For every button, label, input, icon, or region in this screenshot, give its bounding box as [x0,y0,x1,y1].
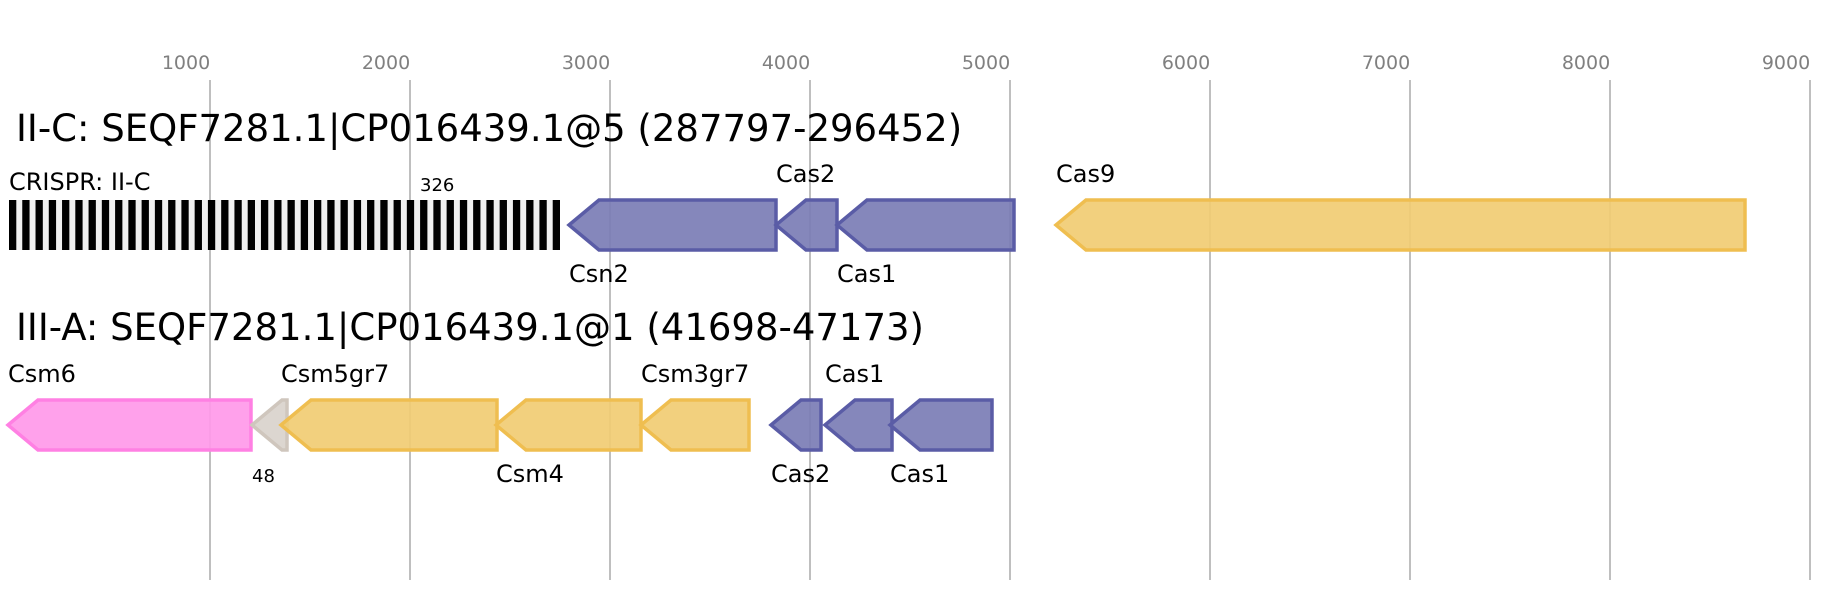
crispr-repeat [473,200,481,250]
tick-label: 6000 [1162,52,1210,74]
gene-48[interactable]: 48 [249,398,289,487]
crispr-repeat [75,200,83,250]
gene-label: Csm3gr7 [641,360,749,388]
gene-cas1[interactable]: Cas1 [834,198,1016,288]
locus-title-iii-a: III-A: SEQF7281.1|CP016439.1@1 (41698-47… [16,306,924,349]
gene-label: Csn2 [569,260,629,288]
gene-label: Cas2 [776,160,835,188]
crispr-repeat [22,200,30,250]
crispr-repeat [406,200,415,250]
crispr-repeat [234,200,242,250]
crispr-repeat [486,200,494,250]
crispr-repeat [287,200,295,250]
crispr-repeat [181,200,189,250]
crispr-repeat [62,200,70,250]
crispr-repeat [446,200,454,250]
gene-cas1[interactable]: Cas1 [822,360,894,452]
crispr-label: CRISPR: II-C [9,168,150,196]
crispr-repeat [499,200,507,250]
gene-label: Cas1 [890,460,949,488]
gene-cas2[interactable]: Cas2 [768,398,830,488]
crispr-repeat [459,200,468,250]
crispr-repeat [300,200,309,250]
crispr-repeat [340,200,348,250]
gene-arrow[interactable] [1053,198,1747,252]
crispr-repeat [260,200,269,250]
gene-arrow[interactable] [834,198,1016,252]
crispr-repeat [367,200,375,250]
locus-title-ii-c: II-C: SEQF7281.1|CP016439.1@5 (287797-29… [16,107,962,150]
gene-arrow[interactable] [773,198,839,252]
gene-arrow[interactable] [887,398,994,452]
crispr-repeat [115,200,123,250]
gene-cas2[interactable]: Cas2 [773,160,839,252]
crispr-repeat [420,200,428,250]
gene-label: Cas1 [825,360,884,388]
gene-cas1[interactable]: Cas1 [887,398,994,488]
tick-label: 9000 [1762,52,1810,74]
gene-label: Cas9 [1056,160,1115,188]
crispr-repeat [274,200,282,250]
gene-arrow[interactable] [493,398,643,452]
gene-label: 48 [252,466,275,487]
crispr-repeat [88,200,96,250]
gene-arrow[interactable] [822,398,894,452]
crispr-repeat [433,200,441,250]
axis-ticks: 1000 2000 3000 4000 5000 6000 7000 8000 9000 [162,52,1810,74]
crispr-repeat [539,200,547,250]
gene-csn2[interactable]: Csn2 [566,198,778,288]
crispr-repeat [194,200,202,250]
tick-label: 2000 [362,52,410,74]
gene-csm3gr7[interactable]: Csm3gr7 [638,360,751,452]
gene-cas9[interactable]: Cas9 [1053,160,1747,252]
tick-label: 3000 [562,52,610,74]
gene-label: Csm6 [8,360,76,388]
gene-csm4[interactable]: Csm4 [493,398,643,488]
crispr-repeat [48,200,57,250]
crispr-repeat [512,200,521,250]
crispr-repeat [353,200,362,250]
crispr-array[interactable] [9,200,560,250]
tick-label: 5000 [962,52,1010,74]
gene-arrow[interactable] [638,398,751,452]
gene-arrow[interactable] [566,198,778,252]
crispr-repeat [393,200,401,250]
crispr-repeat [552,200,560,250]
crispr-repeat [526,200,534,250]
crispr-repeat [154,200,163,250]
gene-label: Cas2 [771,460,830,488]
crispr-background [9,200,560,250]
gene-label: Cas1 [837,260,896,288]
gene-arrow[interactable] [5,398,253,452]
crispr-repeat [380,200,388,250]
crispr-repeat [128,200,136,250]
gridlines [209,80,1811,580]
crispr-repeat [168,200,176,250]
crispr-repeat [101,200,110,250]
crispr-repeat [314,200,322,250]
crispr-repeat [327,200,335,250]
tick-label: 4000 [762,52,810,74]
tick-label: 1000 [162,52,210,74]
tick-label: 7000 [1362,52,1410,74]
gene-arrow[interactable] [278,398,499,452]
crispr-repeat [221,200,229,250]
gene-csm6[interactable]: Csm6 [5,360,253,452]
gene-arrow[interactable] [768,398,823,452]
crispr-repeat [35,200,43,250]
gene-label: Csm4 [496,460,564,488]
crispr-repeat [9,200,17,250]
gene-label: Csm5gr7 [281,360,389,388]
crispr-repeat [207,200,216,250]
gene-csm5gr7[interactable]: Csm5gr7 [278,360,499,452]
tick-label: 8000 [1562,52,1610,74]
crispr-repeat [247,200,255,250]
crispr-repeat [141,200,149,250]
crispr-repeat-count: 326 [420,175,454,196]
